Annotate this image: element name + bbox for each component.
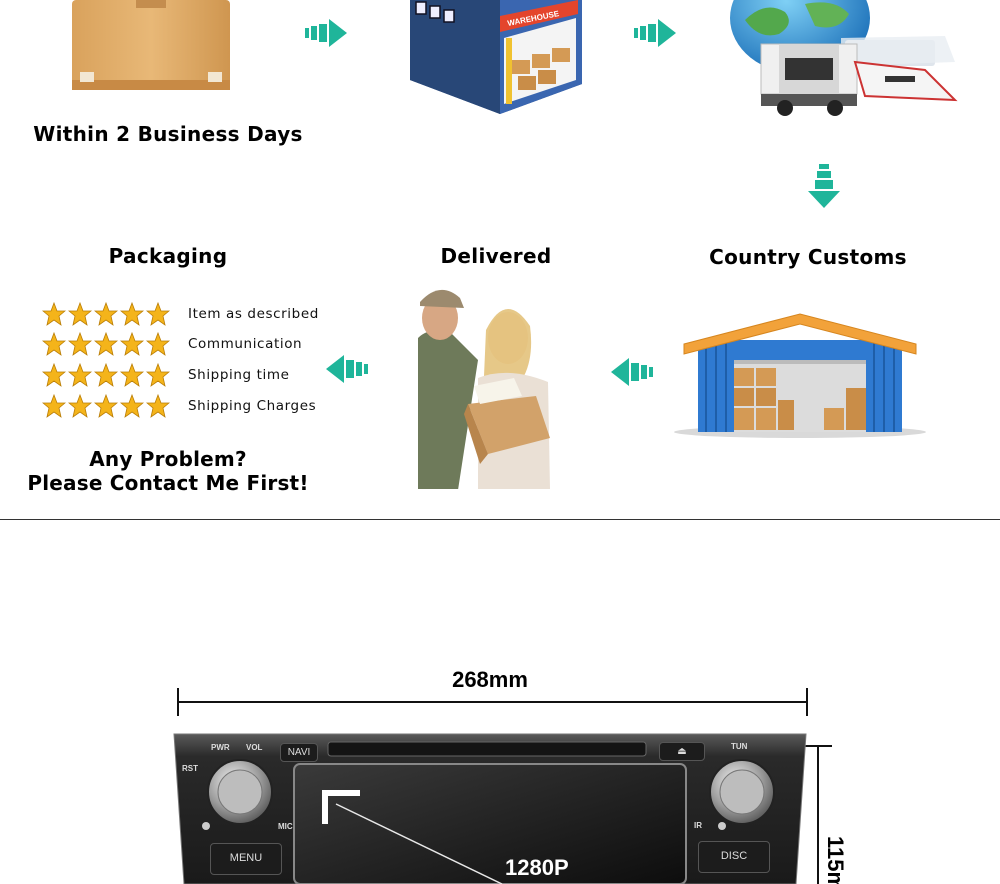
- cardboard-box-image: [72, 0, 230, 90]
- five-star-rating: [42, 302, 170, 326]
- warehouse-image: WAREHOUSE: [410, 0, 582, 114]
- section-divider: [0, 519, 1000, 520]
- arrow-right-icon: [634, 19, 676, 47]
- rst-label: RST: [182, 764, 198, 773]
- ir-label: IR: [694, 821, 702, 830]
- star-icon: [94, 302, 118, 326]
- star-icon: [146, 363, 170, 387]
- navi-button[interactable]: NAVI: [280, 743, 318, 762]
- star-icon: [68, 363, 92, 387]
- step-dispatch-caption: Within 2 Business Days: [33, 122, 303, 146]
- star-icon: [68, 302, 92, 326]
- star-icon: [68, 332, 92, 356]
- star-icon: [68, 394, 92, 418]
- eject-icon: ⏏: [677, 746, 687, 757]
- height-dimension-clip: 115mm: [820, 836, 850, 884]
- contact-line-1: Any Problem?: [89, 447, 247, 471]
- star-icon: [42, 363, 66, 387]
- step-delivered-title: Delivered: [440, 244, 552, 268]
- star-icon: [42, 302, 66, 326]
- menu-button[interactable]: MENU: [210, 843, 282, 875]
- five-star-rating: [42, 363, 170, 387]
- step-customs-title: Country Customs: [709, 245, 907, 269]
- rating-row: Shipping Charges: [42, 393, 316, 419]
- mic-label: MIC: [278, 822, 293, 831]
- global-transport-image: [730, 0, 958, 116]
- star-icon: [42, 394, 66, 418]
- customs-warehouse-image: [674, 313, 926, 438]
- star-icon: [146, 332, 170, 356]
- star-icon: [42, 332, 66, 356]
- height-dimension-label: 115mm: [823, 836, 848, 884]
- width-dimension-label: 268mm: [452, 667, 528, 692]
- contact-line-2: Please Contact Me First!: [27, 471, 309, 495]
- star-icon: [120, 363, 144, 387]
- arrow-left-icon: [611, 358, 653, 386]
- star-icon: [120, 302, 144, 326]
- star-icon: [94, 363, 118, 387]
- car-radio-unit: [173, 733, 807, 884]
- rating-label: Shipping time: [188, 367, 290, 383]
- star-icon: [94, 332, 118, 356]
- vol-label: VOL: [246, 743, 263, 752]
- rating-label: Shipping Charges: [188, 398, 317, 414]
- five-star-rating: [42, 332, 170, 356]
- star-icon: [120, 332, 144, 356]
- step-packaging-title: Packaging: [108, 244, 228, 268]
- rating-row: Shipping time: [42, 362, 289, 388]
- contact-note: Any Problem? Please Contact Me First!: [18, 447, 318, 495]
- star-icon: [120, 394, 144, 418]
- pwr-label: PWR: [211, 743, 230, 752]
- width-dimension-line: [177, 688, 808, 716]
- height-dimension-line: [802, 745, 832, 884]
- rating-row: Item as described: [42, 301, 319, 327]
- rating-label: Communication: [188, 336, 303, 352]
- star-icon: [146, 394, 170, 418]
- rating-row: Communication: [42, 331, 302, 357]
- tun-label: TUN: [731, 742, 748, 751]
- screen-resolution-label: 1280P: [505, 855, 569, 880]
- star-icon: [146, 302, 170, 326]
- five-star-rating: [42, 394, 170, 418]
- disc-button[interactable]: DISC: [698, 841, 770, 873]
- arrow-down-icon: [808, 164, 840, 208]
- delivery-photo: [418, 278, 550, 489]
- eject-button[interactable]: ⏏: [659, 742, 705, 761]
- rating-label: Item as described: [188, 306, 319, 322]
- arrow-left-icon: [326, 355, 368, 383]
- arrow-right-icon: [305, 19, 347, 47]
- star-icon: [94, 394, 118, 418]
